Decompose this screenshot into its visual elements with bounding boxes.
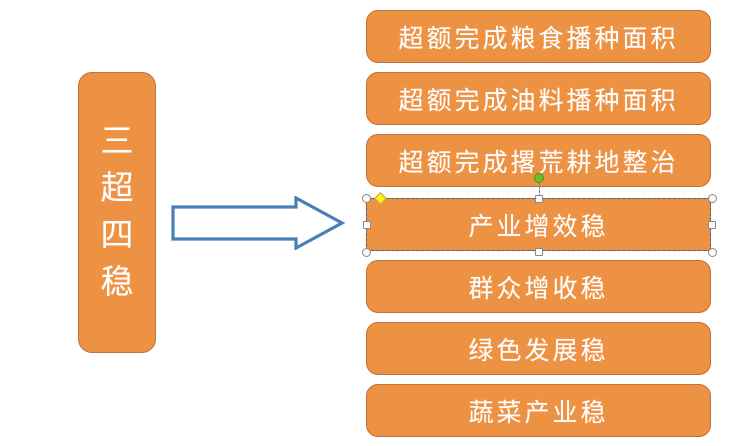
shape-label: 群众增收稳 [468, 275, 609, 303]
left-shape-char-1: 超 [100, 170, 134, 207]
right-arrow-icon [171, 196, 346, 250]
shape-label: 绿色发展稳 [468, 337, 609, 365]
shape-public-income-steady[interactable]: 群众增收稳 [366, 260, 711, 313]
shape-oilseed-sowing-area[interactable]: 超额完成油料播种面积 [366, 72, 711, 125]
shape-label: 超额完成粮食播种面积 [398, 25, 679, 53]
left-shape-char-3: 稳 [100, 264, 134, 301]
shape-grain-sowing-area[interactable]: 超额完成粮食播种面积 [366, 10, 711, 63]
left-shape-char-2: 四 [100, 217, 134, 254]
shape-green-development-steady[interactable]: 绿色发展稳 [366, 322, 711, 375]
shape-abandoned-farmland-renovation[interactable]: 超额完成撂荒耕地整治 [366, 134, 711, 187]
left-shape-char-0: 三 [100, 123, 134, 160]
shape-vegetable-industry-steady[interactable]: 蔬菜产业稳 [366, 384, 711, 437]
shape-three-over-four-steady[interactable]: 三 超 四 稳 [78, 72, 156, 353]
shape-label: 超额完成撂荒耕地整治 [398, 149, 679, 177]
right-block-arrow[interactable] [170, 196, 348, 250]
shape-industry-efficiency-steady[interactable]: 产业增效稳 [366, 198, 711, 251]
shape-label: 产业增效稳 [468, 213, 609, 241]
shape-label: 蔬菜产业稳 [468, 399, 609, 427]
shape-label: 超额完成油料播种面积 [398, 87, 679, 115]
